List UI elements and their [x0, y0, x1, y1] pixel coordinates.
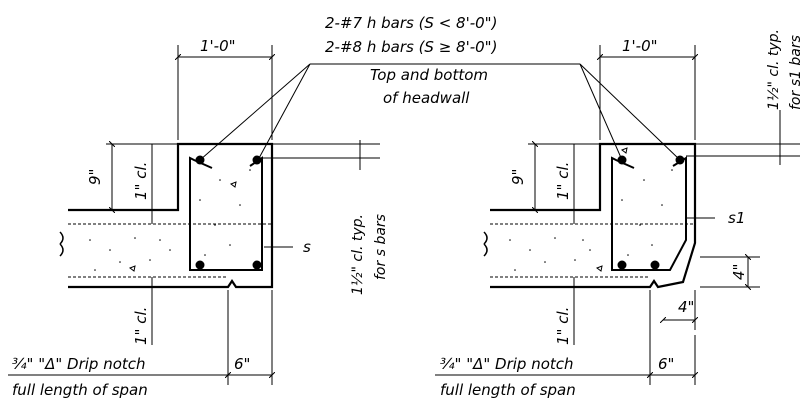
right-4in-h-label: 4": [678, 298, 694, 316]
left-s-stirrup: [189, 156, 263, 271]
left-9in-label: 9": [86, 169, 104, 185]
right-drip-line1: ¾" "Δ" Drip notch: [440, 355, 574, 373]
right-s1-label: s1: [728, 209, 745, 227]
right-corner-clear-line1: 1½" cl. typ.: [766, 29, 782, 110]
right-triangle-mark-1: [620, 147, 628, 154]
right-corner-clear-line2: for s1 bars: [788, 35, 804, 110]
left-bottom-bar-1: [195, 260, 205, 270]
right-drip-line2: full length of span: [440, 381, 576, 399]
right-clear-bottom-label: 1" cl.: [554, 307, 572, 345]
right-break-line: [483, 231, 488, 257]
right-slab-outline: [490, 142, 697, 289]
right-bottom-bar-2: [650, 260, 660, 270]
right-h-bar-1: [617, 155, 627, 165]
left-concrete-stipple: [89, 169, 251, 271]
right-detail: 1'-0" 9" 1" cl. 1" cl. 1½" cl. typ. for …: [435, 29, 804, 399]
left-triangle-mark-2: [128, 265, 136, 272]
right-9in-label: 9": [509, 169, 527, 185]
headwall-callout-line1: Top and bottom: [370, 66, 488, 84]
left-slab-outline: [68, 142, 274, 289]
left-clear-top-label: 1" cl.: [132, 162, 150, 200]
headwall-callout-line2: of headwall: [383, 89, 470, 107]
leader-left-bar1: [199, 63, 311, 161]
left-break-line: [59, 231, 64, 257]
left-6in-label: 6": [234, 355, 250, 373]
left-h-bar-1: [195, 155, 205, 165]
left-top-width-label: 1'-0": [200, 37, 236, 55]
leader-right-bar2: [579, 63, 681, 161]
left-clear-bottom-label: 1" cl.: [132, 307, 150, 345]
left-s-label: s: [303, 238, 311, 256]
left-side-clear-line2: for s bars: [373, 214, 389, 280]
left-h-bar-2: [252, 155, 262, 165]
h-bars-callout-line2: 2-#8 h bars (S ≥ 8'-0"): [325, 38, 497, 56]
left-detail: 1'-0" 9" 1" cl. 1" cl. 1½" cl. typ. for …: [8, 37, 389, 399]
right-concrete-stipple: [509, 169, 673, 271]
leader-left-bar2: [257, 63, 311, 161]
right-bottom-bar-1: [617, 260, 627, 270]
left-side-clear-line1: 1½" cl. typ.: [350, 214, 366, 295]
left-drip-line2: full length of span: [12, 381, 148, 399]
right-s1-stirrup: [611, 156, 687, 271]
left-drip-line1: ¾" "Δ" Drip notch: [12, 355, 146, 373]
right-6in-label: 6": [658, 355, 674, 373]
right-top-width-label: 1'-0": [622, 37, 658, 55]
right-triangle-mark-2: [595, 265, 603, 272]
h-bars-callout-line1: 2-#7 h bars (S < 8'-0"): [325, 14, 497, 32]
right-h-bar-2: [675, 155, 685, 165]
right-clear-top-label: 1" cl.: [554, 162, 572, 200]
left-triangle-mark-1: [229, 181, 237, 188]
right-4in-v-label: 4": [730, 264, 748, 280]
left-bottom-bar-2: [252, 260, 262, 270]
